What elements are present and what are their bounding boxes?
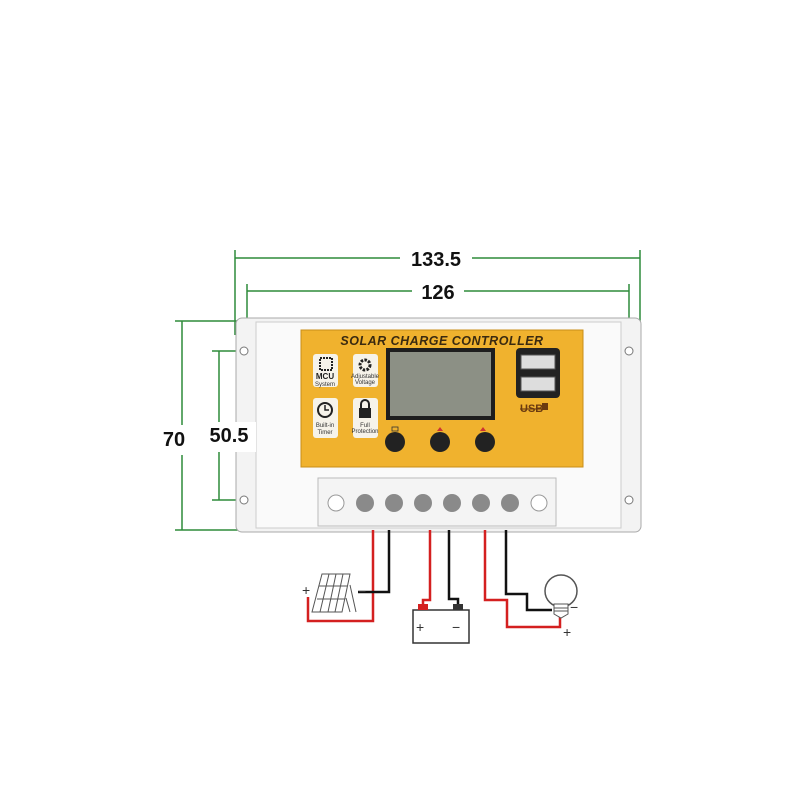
mount-hole (239, 346, 249, 356)
solar-minus-sign: − (358, 583, 366, 599)
mount-hole (239, 495, 249, 505)
down-arrow-icon (480, 427, 486, 431)
load-plus-sign: + (563, 624, 571, 640)
wiring (306, 530, 562, 629)
solar-positive-wire (306, 530, 375, 623)
battery-positive-wire (421, 530, 432, 604)
terminal-solar-positive (356, 494, 374, 512)
battery-negative-wire (447, 530, 460, 604)
terminal-load-negative (501, 494, 519, 512)
dimension-lines (175, 250, 641, 531)
solar-negative-wire (358, 530, 391, 594)
solar-plus-sign: + (302, 582, 310, 598)
front-panel: SOLAR CHARGE CONTROLLER MCU System Adjus… (300, 329, 584, 468)
feature-label: MCU (316, 372, 334, 381)
load-minus-sign: − (570, 599, 578, 615)
up-arrow-icon (437, 427, 443, 431)
panel-title: SOLAR CHARGE CONTROLLER (340, 334, 543, 348)
menu-icon (391, 426, 399, 432)
feature-label: Adjustable (351, 374, 380, 380)
terminal-battery-negative (443, 494, 461, 512)
feature-label: System (315, 382, 335, 388)
terminal-battery-positive (414, 494, 432, 512)
usb-ports (516, 348, 560, 398)
mount-hole (624, 495, 634, 505)
feature-label: Voltage (355, 380, 376, 386)
load-negative-wire (504, 530, 552, 612)
gear-icon (358, 358, 372, 372)
light-bulb-icon (544, 574, 578, 619)
feature-label: Protection (351, 429, 378, 435)
dim-hole-height: 50.5 (210, 425, 249, 447)
feature-label: Built-in (316, 423, 334, 429)
dimension-labels: 133.5 126 70 50.5 (160, 246, 472, 455)
terminal-load-positive (472, 494, 490, 512)
dim-overall-width: 133.5 (411, 249, 461, 271)
load-positive-wire (483, 530, 562, 629)
lock-icon (359, 399, 371, 418)
chip-icon (319, 357, 333, 371)
mount-hole (624, 346, 634, 356)
terminal-block (317, 477, 557, 527)
solar-panel-icon (311, 573, 357, 613)
battery-minus-sign: − (452, 619, 460, 635)
dim-hole-width: 126 (421, 282, 454, 304)
feature-label: Full (360, 423, 370, 429)
down-button[interactable] (475, 432, 495, 452)
clock-icon (317, 402, 333, 418)
lcd-screen (390, 352, 491, 416)
usb-plug-icon (542, 403, 548, 410)
feature-label: Timer (317, 430, 332, 436)
menu-button[interactable] (385, 432, 405, 452)
up-button[interactable] (430, 432, 450, 452)
battery-icon (412, 604, 470, 644)
usb-label: USB (520, 403, 543, 415)
battery-plus-sign: + (416, 619, 424, 635)
dim-overall-height: 70 (163, 429, 185, 451)
terminal-solar-negative (385, 494, 403, 512)
